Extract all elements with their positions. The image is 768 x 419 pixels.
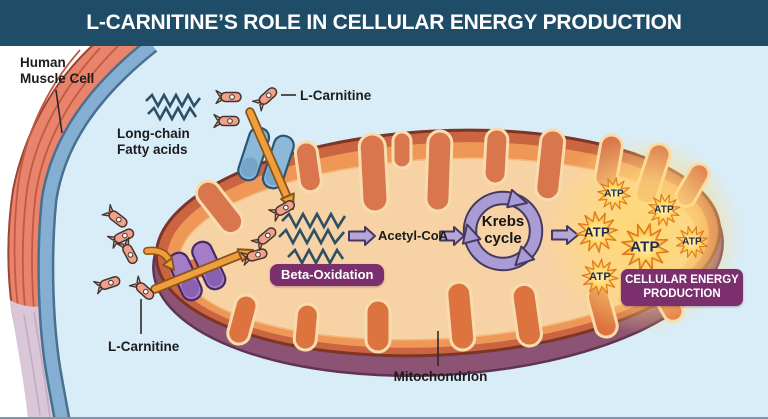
cell-membrane bbox=[37, 38, 158, 417]
krebs-cycle-ring bbox=[461, 188, 544, 272]
label-atp: ATP bbox=[654, 204, 674, 216]
fatty-acid-zigzag bbox=[147, 105, 198, 122]
fatty-acid-zigzags-matrix bbox=[278, 211, 347, 266]
fatty-acid-zigzags-cytosol bbox=[145, 92, 202, 122]
title-bar: L-CARNITINE’S ROLE IN CELLULAR ENERGY PR… bbox=[0, 0, 768, 46]
crista bbox=[445, 280, 477, 352]
label-mitochondrion: Mitochondrion bbox=[393, 369, 488, 384]
label-l-carnitine-bottom: L-Carnitine bbox=[108, 339, 180, 354]
fatty-acid-zigzag bbox=[281, 211, 347, 230]
label-acetyl-coa: Acetyl-CoA bbox=[378, 228, 449, 243]
label-human-muscle-cell: Human Muscle Cell bbox=[20, 55, 95, 86]
curved-arrow bbox=[143, 246, 175, 271]
label-atp: ATP bbox=[584, 224, 610, 240]
beta-oxidation-badge: Beta-Oxidation bbox=[270, 264, 385, 286]
crista bbox=[364, 298, 392, 354]
label-long-chain-fatty-acids: Long-chain Fatty acids bbox=[117, 126, 190, 157]
crista bbox=[357, 132, 390, 214]
arrow-to-atp bbox=[551, 225, 579, 245]
page-title: L-CARNITINE’S ROLE IN CELLULAR ENERGY PR… bbox=[86, 11, 682, 34]
fatty-acid-zigzag bbox=[287, 247, 345, 266]
pointer-lines bbox=[55, 89, 439, 366]
crista bbox=[482, 127, 510, 186]
label-atp: ATP bbox=[630, 238, 660, 256]
crista bbox=[293, 140, 323, 194]
crista bbox=[292, 302, 320, 352]
label-atp: ATP bbox=[589, 271, 611, 283]
process-arrows bbox=[348, 225, 579, 246]
fatty-acid-zigzag bbox=[145, 92, 202, 109]
crista bbox=[424, 129, 454, 213]
crista bbox=[391, 130, 413, 170]
crista bbox=[194, 179, 245, 236]
fatty-acid-zigzag bbox=[278, 227, 346, 246]
label-atp: ATP bbox=[682, 236, 702, 248]
label-l-carnitine-top: L-Carnitine bbox=[300, 88, 372, 103]
crista bbox=[510, 282, 543, 348]
cellular-energy-production-badge: CELLULAR ENERGY PRODUCTION bbox=[621, 269, 743, 306]
label-atp: ATP bbox=[604, 188, 624, 200]
pointer-human-muscle-cell bbox=[55, 89, 63, 134]
arrow-to-krebs bbox=[439, 226, 465, 246]
crista bbox=[226, 293, 259, 346]
label-krebs-cycle: Krebs cycle bbox=[481, 213, 525, 247]
arrow-to-acetyl-coa bbox=[348, 226, 376, 246]
crista bbox=[534, 128, 567, 202]
